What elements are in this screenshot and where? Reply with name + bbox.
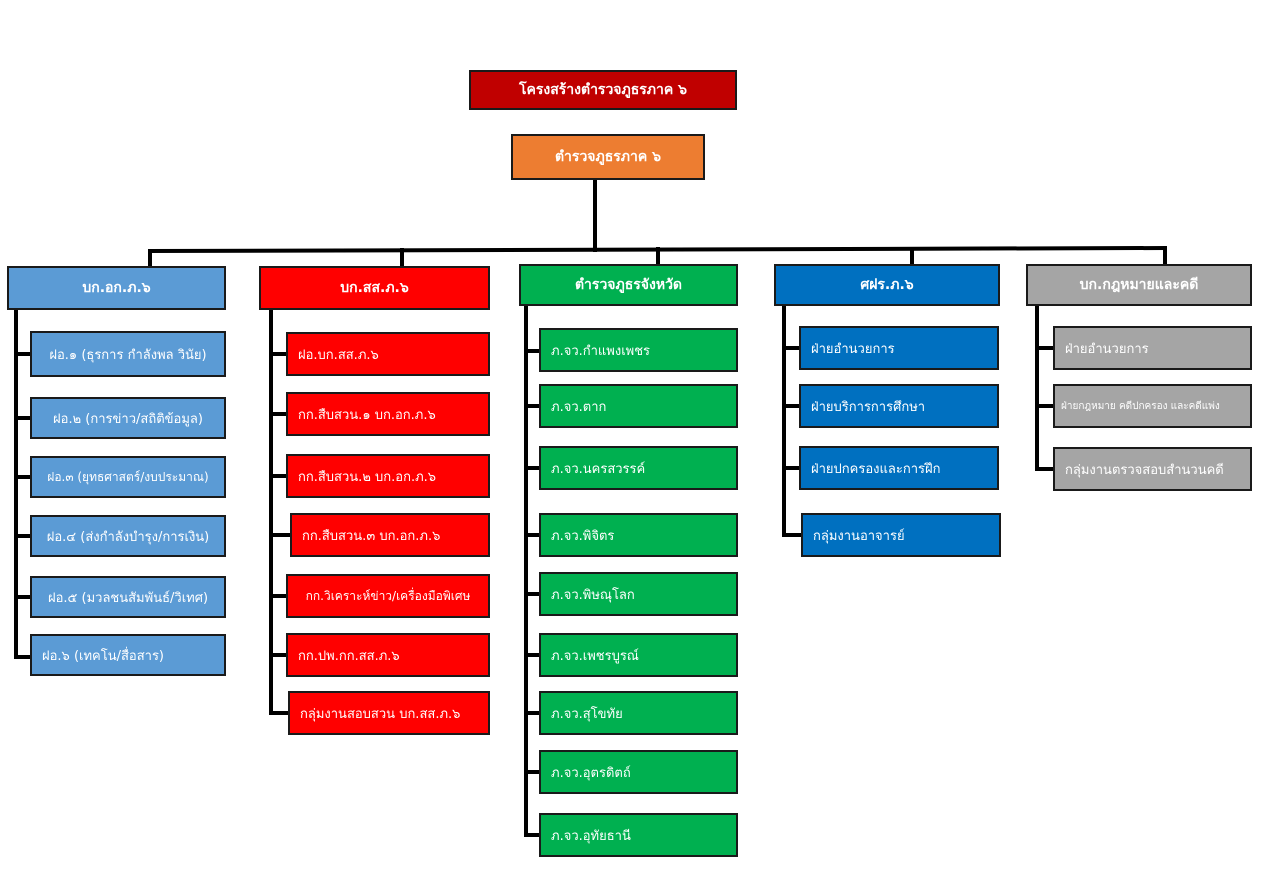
node-col3-2: ภ.จว.ตาก bbox=[539, 384, 738, 428]
node-col2-1: ฝอ.บก.สส.ภ.๖ bbox=[286, 332, 490, 376]
node-col1-5: ฝอ.๕ (มวลชนสัมพันธ์/วิเทศ) bbox=[30, 576, 226, 618]
node-col4-2: ฝ่ายบริการการศึกษา bbox=[799, 384, 999, 428]
node-col3-9: ภ.จว.อุทัยธานี bbox=[539, 813, 738, 857]
column-header-2: บก.สส.ภ.๖ bbox=[259, 266, 490, 310]
node-col1-6: ฝอ.๖ (เทคโน/สื่อสาร) bbox=[30, 634, 226, 676]
node-col4-4: กลุ่มงานอาจารย์ bbox=[801, 513, 1001, 557]
node-col2-6: กก.ปพ.กก.สส.ภ.๖ bbox=[286, 633, 490, 677]
node-col2-7: กลุ่มงานสอบสวน บก.สส.ภ.๖ bbox=[288, 691, 490, 735]
node-col3-1: ภ.จว.กำแพงเพชร bbox=[539, 328, 738, 372]
node-col5-3: กลุ่มงานตรวจสอบสำนวนคดี bbox=[1053, 447, 1252, 491]
node-col5-1: ฝ่ายอำนวยการ bbox=[1053, 326, 1252, 370]
node-col1-3: ฝอ.๓ (ยุทธศาสตร์/งบประมาณ) bbox=[30, 456, 226, 498]
node-col2-2: กก.สืบสวน.๑ บก.อก.ภ.๖ bbox=[286, 392, 490, 436]
node-col1-2: ฝอ.๒ (การข่าว/สถิติข้อมูล) bbox=[30, 397, 226, 439]
node-col3-4: ภ.จว.พิจิตร bbox=[539, 513, 738, 557]
chart-title: โครงสร้างตำรวจภูธรภาค ๖ bbox=[469, 70, 737, 110]
node-col4-3: ฝ่ายปกครองและการฝึก bbox=[799, 446, 999, 490]
column-header-1: บก.อก.ภ.๖ bbox=[7, 266, 226, 310]
node-col5-2: ฝ่ายกฎหมาย คดีปกครอง และคดีแพ่ง bbox=[1053, 384, 1252, 428]
node-col3-7: ภ.จว.สุโขทัย bbox=[539, 691, 738, 735]
node-col2-4: กก.สืบสวน.๓ บก.อก.ภ.๖ bbox=[290, 513, 490, 557]
node-col3-6: ภ.จว.เพชรบูรณ์ bbox=[539, 633, 738, 677]
node-col4-1: ฝ่ายอำนวยการ bbox=[799, 326, 999, 370]
column-header-3: ตำรวจภูธรจังหวัด bbox=[519, 264, 738, 306]
column-header-5: บก.กฎหมายและคดี bbox=[1026, 264, 1252, 306]
node-col1-1: ฝอ.๑ (ธุรการ กำลังพล วินัย) bbox=[30, 331, 226, 377]
node-col3-5: ภ.จว.พิษณุโลก bbox=[539, 572, 738, 616]
node-col1-4: ฝอ.๔ (ส่งกำลังบำรุง/การเงิน) bbox=[30, 515, 226, 557]
node-col3-3: ภ.จว.นครสวรรค์ bbox=[539, 446, 738, 490]
node-col3-8: ภ.จว.อุตรดิตถ์ bbox=[539, 750, 738, 794]
node-col2-5: กก.วิเคราะห์ข่าว/เครื่องมือพิเศษ bbox=[286, 574, 490, 618]
column-header-4: ศฝร.ภ.๖ bbox=[774, 264, 1000, 306]
node-col2-3: กก.สืบสวน.๒ บก.อก.ภ.๖ bbox=[286, 454, 490, 498]
root-node: ตำรวจภูธรภาค ๖ bbox=[511, 134, 705, 180]
